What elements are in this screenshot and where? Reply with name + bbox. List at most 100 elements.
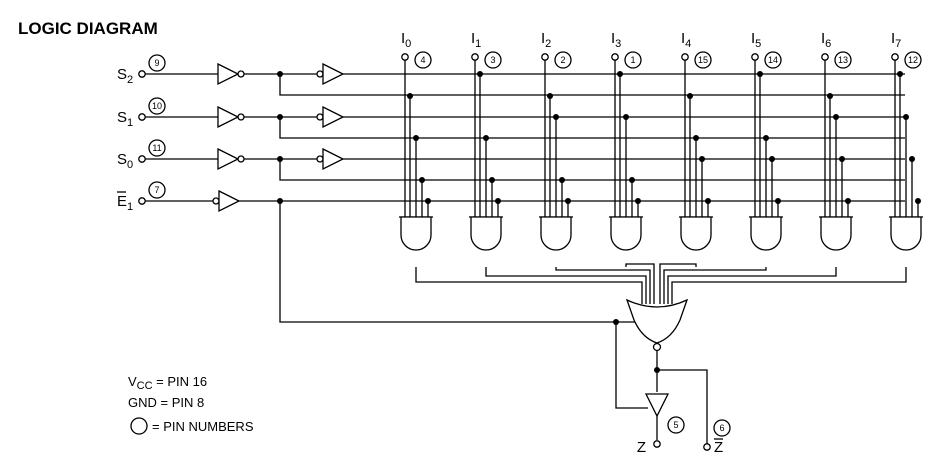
junction-dot	[413, 135, 419, 141]
pin-number-circle	[834, 51, 852, 69]
junction-dot	[613, 319, 619, 325]
junction-dot	[277, 198, 283, 204]
pin-terminal	[891, 53, 899, 61]
pin-number-circle	[764, 51, 782, 69]
junction-dot	[833, 114, 839, 120]
pin-terminal	[821, 53, 829, 61]
collector-wire	[555, 267, 651, 304]
pin-terminal	[681, 53, 689, 61]
pin-number-circle	[484, 51, 502, 69]
pin-terminal	[471, 53, 479, 61]
and-gate-0	[400, 216, 432, 251]
pin-number: 11	[152, 143, 161, 153]
inversion-bubble	[652, 342, 662, 352]
and-gate-1	[470, 216, 502, 251]
inversion-bubble	[316, 155, 324, 163]
pin-number: 13	[838, 55, 848, 65]
inversion-bubble	[237, 70, 245, 78]
data-input-label-6-main: I	[821, 30, 825, 47]
rail-inverter	[322, 105, 345, 129]
data-input-label-0: I0	[401, 30, 411, 50]
pin-number-circle	[624, 51, 642, 69]
and-gate-5	[750, 216, 782, 251]
and-gate-6	[820, 216, 852, 251]
junction-dot	[623, 114, 629, 120]
pin-terminal	[653, 440, 661, 448]
input-label-s2-sub: 2	[127, 74, 133, 86]
data-input-label-4: I4	[681, 30, 691, 50]
input-inverter	[217, 105, 240, 129]
junction-dot	[763, 135, 769, 141]
pin-number: 2	[560, 55, 565, 65]
pin-terminal	[138, 197, 146, 205]
junction-dots	[277, 71, 921, 373]
pin-terminal	[751, 53, 759, 61]
junction-dot	[687, 93, 693, 99]
input-label-s1-main: S	[117, 109, 127, 126]
junction-dot	[617, 71, 623, 77]
junction-dot	[425, 198, 431, 204]
junction-dot	[483, 135, 489, 141]
input-label-s0-main: S	[117, 151, 127, 168]
pin-number-circle	[694, 51, 712, 69]
pin-terminal	[541, 53, 549, 61]
gates	[138, 53, 922, 451]
junction-dot	[565, 198, 571, 204]
junction-dot	[903, 114, 909, 120]
pin-number-circle	[148, 139, 166, 157]
pin-number: 5	[673, 420, 678, 430]
data-input-label-3-main: I	[611, 30, 615, 47]
pin-terminal	[138, 113, 146, 121]
data-input-label-7: I7	[891, 30, 901, 50]
input-label-e1-main: E	[117, 193, 127, 210]
inversion-bubble	[237, 155, 245, 163]
data-input-label-6-sub: 6	[825, 38, 831, 50]
junction-dot	[635, 198, 641, 204]
collector-wire	[663, 267, 767, 304]
pin-number: 12	[908, 55, 918, 65]
collector-wire	[667, 267, 837, 304]
junction-dot	[827, 93, 833, 99]
complement-rail	[279, 117, 905, 139]
data-input-label-2-sub: 2	[545, 38, 551, 50]
inversion-bubble	[212, 197, 220, 205]
inversion-bubble	[316, 113, 324, 121]
junction-dot	[277, 114, 283, 120]
collector-wire	[671, 267, 907, 304]
junction-dot	[407, 93, 413, 99]
and-gate-4	[680, 216, 712, 251]
and-gate-7	[890, 216, 922, 251]
complement-rail	[279, 74, 905, 96]
and-gate-3	[610, 216, 642, 251]
pin-terminal	[401, 53, 409, 61]
data-input-label-5-sub: 5	[755, 38, 761, 50]
enable-buffer	[218, 189, 241, 213]
data-input-label-5-main: I	[751, 30, 755, 47]
junction-dot	[559, 177, 565, 183]
pin-number-circle	[148, 54, 166, 72]
pin-number: 10	[152, 101, 162, 111]
rail-inverter	[322, 62, 345, 86]
junction-dot	[775, 198, 781, 204]
input-label-e1: E1	[117, 193, 133, 213]
collector-wire	[659, 263, 697, 304]
data-input-label-4-sub: 4	[685, 38, 691, 50]
data-input-label-4-main: I	[681, 30, 685, 47]
gnd-note: GND = PIN 8	[128, 395, 204, 410]
collector-wire	[625, 263, 655, 304]
collector-wire	[485, 267, 647, 304]
input-label-s2: S2	[117, 66, 133, 86]
rail-inverter	[322, 147, 345, 171]
pin-terminal	[138, 155, 146, 163]
junction-dot	[489, 177, 495, 183]
data-input-label-2-main: I	[541, 30, 545, 47]
nor-gate	[625, 298, 689, 344]
output-label-z: Z	[637, 439, 646, 456]
and-gate-2	[540, 216, 572, 251]
pin-number: 4	[420, 55, 425, 65]
data-input-label-1: I1	[471, 30, 481, 50]
junction-dot	[495, 198, 501, 204]
complement-rail	[279, 159, 905, 181]
pin-number: 3	[490, 55, 495, 65]
pin-number: 1	[630, 55, 635, 65]
